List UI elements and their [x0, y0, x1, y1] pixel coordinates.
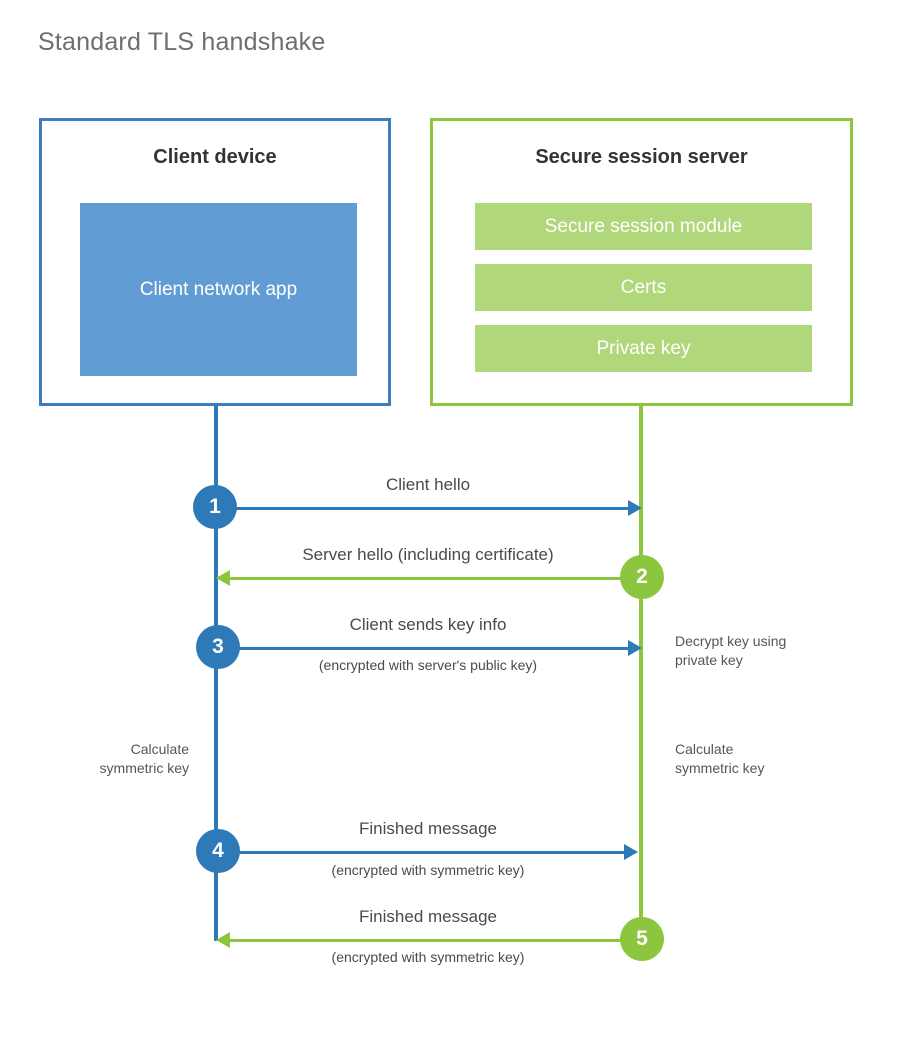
message-3-label: Client sends key info: [349, 615, 507, 634]
server-lifeline: [639, 406, 643, 940]
step-marker-5[interactable]: 5: [620, 917, 664, 961]
message-1-arrowhead-icon: [628, 500, 642, 516]
server-component-secure-session-module: Secure session module: [475, 203, 812, 250]
client-network-app-block: Client network app: [80, 203, 357, 376]
server-component-private-key: Private key: [475, 325, 812, 372]
secure-session-server-title: Secure session server: [535, 146, 748, 168]
message-5-label: Finished message: [359, 907, 497, 926]
step-marker-2[interactable]: 2: [620, 555, 664, 599]
message-4-sublabel: (encrypted with symmetric key): [331, 862, 525, 878]
client-device-panel: Client device Client network app: [39, 118, 391, 406]
message-5-arrowhead-icon: [216, 932, 230, 948]
secure-session-server-panel: Secure session server Secure session mod…: [430, 118, 853, 406]
client-device-title: Client device: [153, 146, 277, 168]
client-lifeline: [214, 406, 218, 941]
message-3-arrowhead-icon: [628, 640, 642, 656]
step-marker-1[interactable]: 1: [193, 485, 237, 529]
step-marker-3[interactable]: 3: [196, 625, 240, 669]
note-calculate-symmetric-key-server: Calculate symmetric key: [675, 741, 765, 776]
message-2-line: [230, 577, 640, 580]
step-marker-4[interactable]: 4: [196, 829, 240, 873]
page-title: Standard TLS handshake: [38, 28, 326, 56]
message-1-label: Client hello: [385, 475, 471, 494]
server-component-certs: Certs: [475, 264, 812, 311]
note-decrypt-key: Decrypt key using private key: [675, 633, 787, 668]
message-2-label: Server hello (including certificate): [302, 545, 554, 564]
message-2-arrowhead-icon: [216, 570, 230, 586]
note-calculate-symmetric-key-client: Calculate symmetric key: [99, 741, 189, 776]
message-5-sublabel: (encrypted with symmetric key): [331, 949, 525, 965]
client-network-app-label: Client network app: [139, 278, 298, 300]
message-4-line: [216, 851, 626, 854]
message-5-line: [230, 939, 640, 942]
message-3-line: [216, 647, 630, 650]
message-4-arrowhead-icon: [624, 844, 638, 860]
message-1-line: [216, 507, 630, 510]
message-4-label: Finished message: [359, 819, 497, 838]
message-3-sublabel: (encrypted with server's public key): [318, 657, 538, 673]
